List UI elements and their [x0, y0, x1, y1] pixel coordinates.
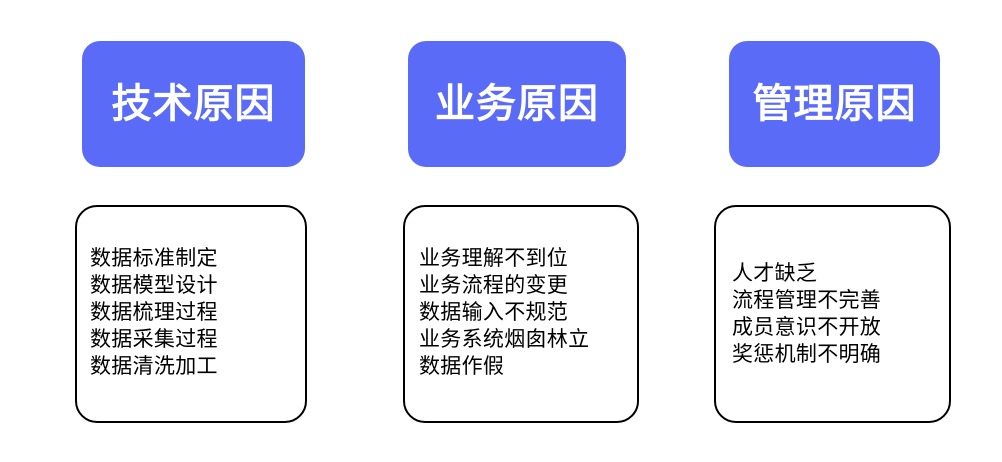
category-header-label: 技术原因: [111, 82, 276, 126]
list-item: 流程管理不完善: [732, 289, 882, 312]
cause-list-card-technical: 数据标准制定 数据模型设计 数据梳理过程 数据采集过程 数据清洗加工: [75, 205, 307, 423]
list-item: 数据模型设计: [90, 273, 218, 297]
cause-list-technical: 数据标准制定 数据模型设计 数据梳理过程 数据采集过程 数据清洗加工: [77, 245, 305, 380]
cause-list-management: 人才缺乏 流程管理不完善 成员意识不开放 奖惩机制不明确: [716, 260, 949, 368]
list-item: 数据清洗加工: [90, 354, 218, 378]
list-item: 业务理解不到位: [419, 246, 569, 270]
list-item: 业务系统烟囱林立: [419, 327, 590, 351]
list-item: 奖惩机制不明确: [732, 343, 882, 366]
list-item: 人才缺乏: [732, 262, 818, 285]
cause-list-business: 业务理解不到位 业务流程的变更 数据输入不规范 业务系统烟囱林立 数据作假: [405, 245, 637, 380]
category-header-card-management[interactable]: 管理原因: [729, 41, 940, 167]
cause-column-management: 管理原因 人才缺乏 流程管理不完善 成员意识不开放 奖惩机制不明确: [714, 0, 951, 462]
list-item: 数据采集过程: [90, 327, 218, 351]
list-item: 数据输入不规范: [419, 300, 569, 324]
category-header-label: 业务原因: [435, 82, 599, 126]
category-header-label: 管理原因: [752, 82, 917, 126]
list-item: 业务流程的变更: [419, 273, 569, 297]
cause-column-technical: 技术原因 数据标准制定 数据模型设计 数据梳理过程 数据采集过程 数据清洗加工: [75, 0, 307, 462]
list-item: 成员意识不开放: [732, 316, 882, 339]
cause-list-card-management: 人才缺乏 流程管理不完善 成员意识不开放 奖惩机制不明确: [714, 205, 951, 423]
cause-list-card-business: 业务理解不到位 业务流程的变更 数据输入不规范 业务系统烟囱林立 数据作假: [403, 205, 639, 423]
category-header-card-business[interactable]: 业务原因: [408, 41, 626, 167]
list-item: 数据梳理过程: [90, 300, 218, 324]
cause-column-business: 业务原因 业务理解不到位 业务流程的变更 数据输入不规范 业务系统烟囱林立 数据…: [403, 0, 639, 462]
list-item: 数据标准制定: [90, 246, 218, 270]
list-item: 数据作假: [419, 354, 505, 378]
category-header-card-technical[interactable]: 技术原因: [82, 41, 305, 167]
